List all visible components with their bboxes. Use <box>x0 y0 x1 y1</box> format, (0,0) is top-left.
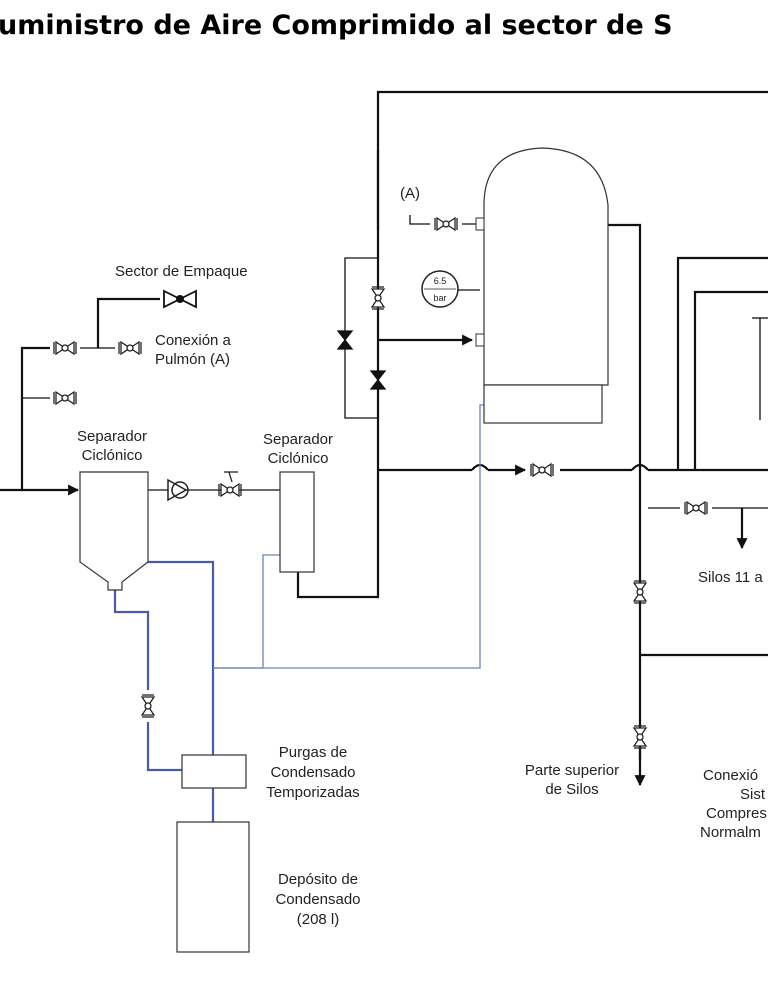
label-purgas-3: Temporizadas <box>266 784 359 801</box>
cyclone-separator-1 <box>79 471 149 591</box>
gauge-value: 6.5 <box>434 276 447 286</box>
pressure-gauge-icon: 6.5 bar <box>421 270 459 308</box>
label-parte-superior-1: Parte superior <box>525 762 619 779</box>
label-conexion-4: Normalm <box>700 824 761 841</box>
label-deposito-1: Depósito de <box>278 871 358 888</box>
label-deposito-2: Condensado <box>275 891 360 908</box>
label-deposito-3: (208 l) <box>297 911 340 928</box>
label-tank-ref: (A) <box>400 185 420 202</box>
label-ciclonico-1: Ciclónico <box>82 447 143 464</box>
label-sector-empaque: Sector de Empaque <box>115 263 248 280</box>
label-conexion-1: Conexió <box>703 767 758 784</box>
label-purgas-1: Purgas de <box>279 744 347 761</box>
condensate-deposit <box>176 821 250 953</box>
label-silos: Silos 11 a <box>698 569 763 586</box>
label-purgas-2: Condensado <box>270 764 355 781</box>
label-parte-superior-2: de Silos <box>545 781 598 798</box>
label-conexion-pulmon-2: Pulmón (A) <box>155 351 230 368</box>
air-receiver-tank <box>475 147 609 424</box>
label-conexion-3: Compres <box>706 805 767 822</box>
cyclone-separator-2 <box>279 471 315 573</box>
gauge-unit: bar <box>433 293 446 303</box>
condensate-drain-box <box>181 754 247 789</box>
sector-empaque-valve-icon <box>163 289 197 309</box>
label-ciclonico-2: Ciclónico <box>268 450 329 467</box>
diagram-labels: Sector de Empaque Conexión a Pulmón (A) … <box>77 185 767 928</box>
check-valve-icon <box>167 471 238 502</box>
label-conexion-pulmon-1: Conexión a <box>155 332 232 349</box>
label-separador-1: Separador <box>77 428 147 445</box>
label-conexion-2: Sist <box>740 786 766 803</box>
label-separador-2: Separador <box>263 431 333 448</box>
page-title: uministro de Aire Comprimido al sector d… <box>0 10 673 41</box>
